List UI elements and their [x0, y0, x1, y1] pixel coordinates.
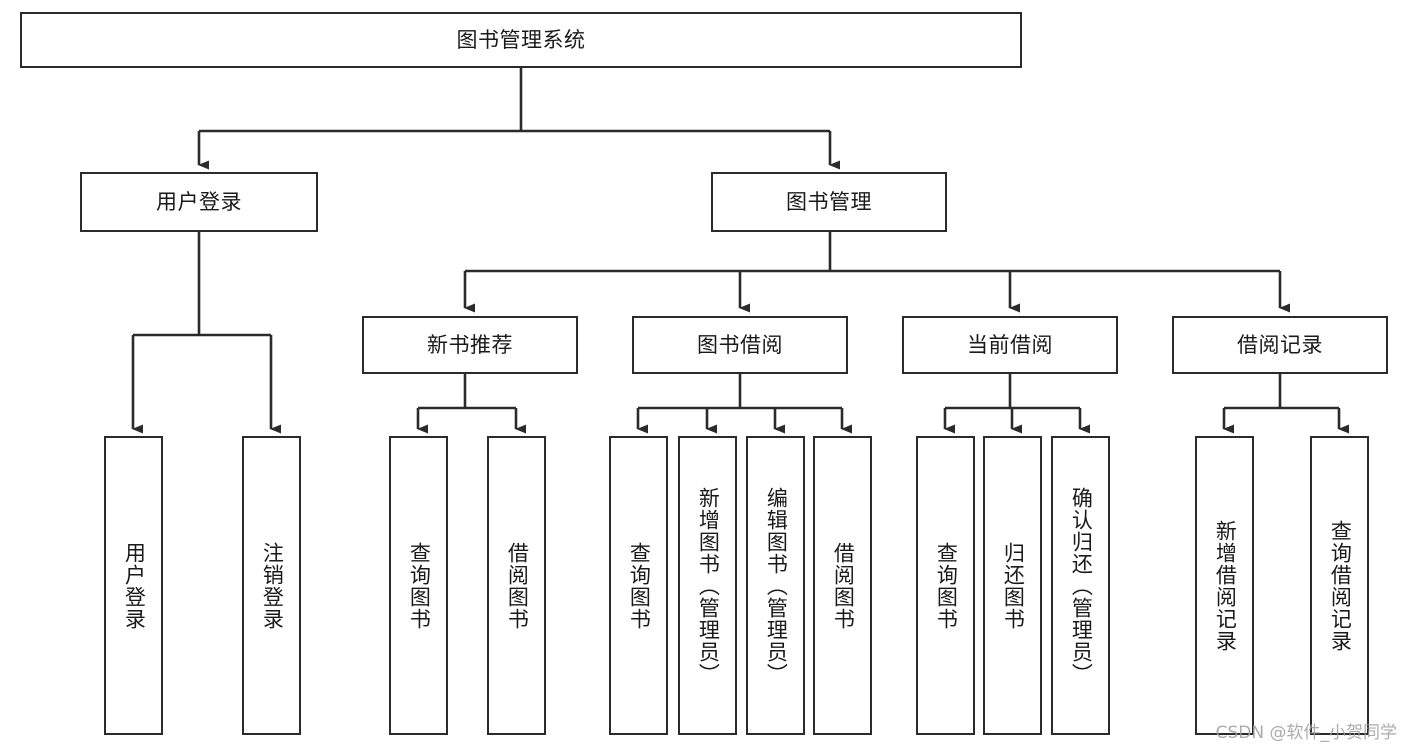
- node-leaf-borrow-book-1-label: 借阅图书: [505, 541, 530, 630]
- node-leaf-add-book-label: 新增图书（管理员）: [696, 486, 721, 685]
- node-leaf-borrow-book-1[interactable]: 借阅图书: [487, 436, 546, 735]
- node-leaf-query-book-1[interactable]: 查询图书: [389, 436, 448, 735]
- node-leaf-query-book-2-label: 查询图书: [627, 541, 652, 630]
- node-leaf-query-book-3[interactable]: 查询图书: [916, 436, 975, 735]
- node-leaf-add-record-label: 新增借阅记录: [1213, 519, 1238, 652]
- node-leaf-query-record[interactable]: 查询借阅记录: [1310, 436, 1369, 735]
- node-leaf-return-book[interactable]: 归还图书: [983, 436, 1042, 735]
- node-leaf-query-book-1-label: 查询图书: [407, 541, 432, 630]
- node-book-borrow-label: 图书借阅: [697, 332, 783, 357]
- node-leaf-user-login[interactable]: 用户登录: [104, 436, 163, 735]
- node-leaf-borrow-book-2[interactable]: 借阅图书: [813, 436, 872, 735]
- node-root-label: 图书管理系统: [456, 27, 586, 52]
- node-leaf-query-record-label: 查询借阅记录: [1328, 519, 1353, 652]
- node-new-book-rec-label: 新书推荐: [427, 332, 513, 357]
- node-book-manage-label: 图书管理: [786, 189, 872, 214]
- node-book-manage[interactable]: 图书管理: [711, 172, 947, 232]
- node-leaf-query-book-3-label: 查询图书: [934, 541, 959, 630]
- node-leaf-edit-book-label: 编辑图书（管理员）: [764, 486, 789, 685]
- node-book-borrow[interactable]: 图书借阅: [632, 316, 848, 374]
- node-current-borrow[interactable]: 当前借阅: [902, 316, 1118, 374]
- node-leaf-user-logout-label: 注销登录: [260, 541, 285, 630]
- node-leaf-query-book-2[interactable]: 查询图书: [609, 436, 668, 735]
- node-leaf-add-book[interactable]: 新增图书（管理员）: [678, 436, 737, 735]
- node-leaf-user-login-label: 用户登录: [122, 541, 147, 630]
- node-user-login-label: 用户登录: [156, 189, 242, 214]
- node-leaf-confirm-return[interactable]: 确认归还（管理员）: [1051, 436, 1110, 735]
- node-user-login[interactable]: 用户登录: [80, 172, 318, 232]
- node-new-book-rec[interactable]: 新书推荐: [362, 316, 578, 374]
- node-current-borrow-label: 当前借阅: [967, 332, 1053, 357]
- csdn-watermark: CSDN @软件_小贺同学: [1215, 723, 1397, 743]
- node-leaf-confirm-return-label: 确认归还（管理员）: [1069, 486, 1094, 685]
- node-leaf-edit-book[interactable]: 编辑图书（管理员）: [746, 436, 805, 735]
- node-leaf-add-record[interactable]: 新增借阅记录: [1195, 436, 1254, 735]
- node-borrow-record-label: 借阅记录: [1237, 332, 1323, 357]
- node-borrow-record[interactable]: 借阅记录: [1172, 316, 1388, 374]
- node-leaf-borrow-book-2-label: 借阅图书: [831, 541, 856, 630]
- node-leaf-return-book-label: 归还图书: [1001, 541, 1026, 630]
- node-root[interactable]: 图书管理系统: [20, 12, 1022, 68]
- node-leaf-user-logout[interactable]: 注销登录: [242, 436, 301, 735]
